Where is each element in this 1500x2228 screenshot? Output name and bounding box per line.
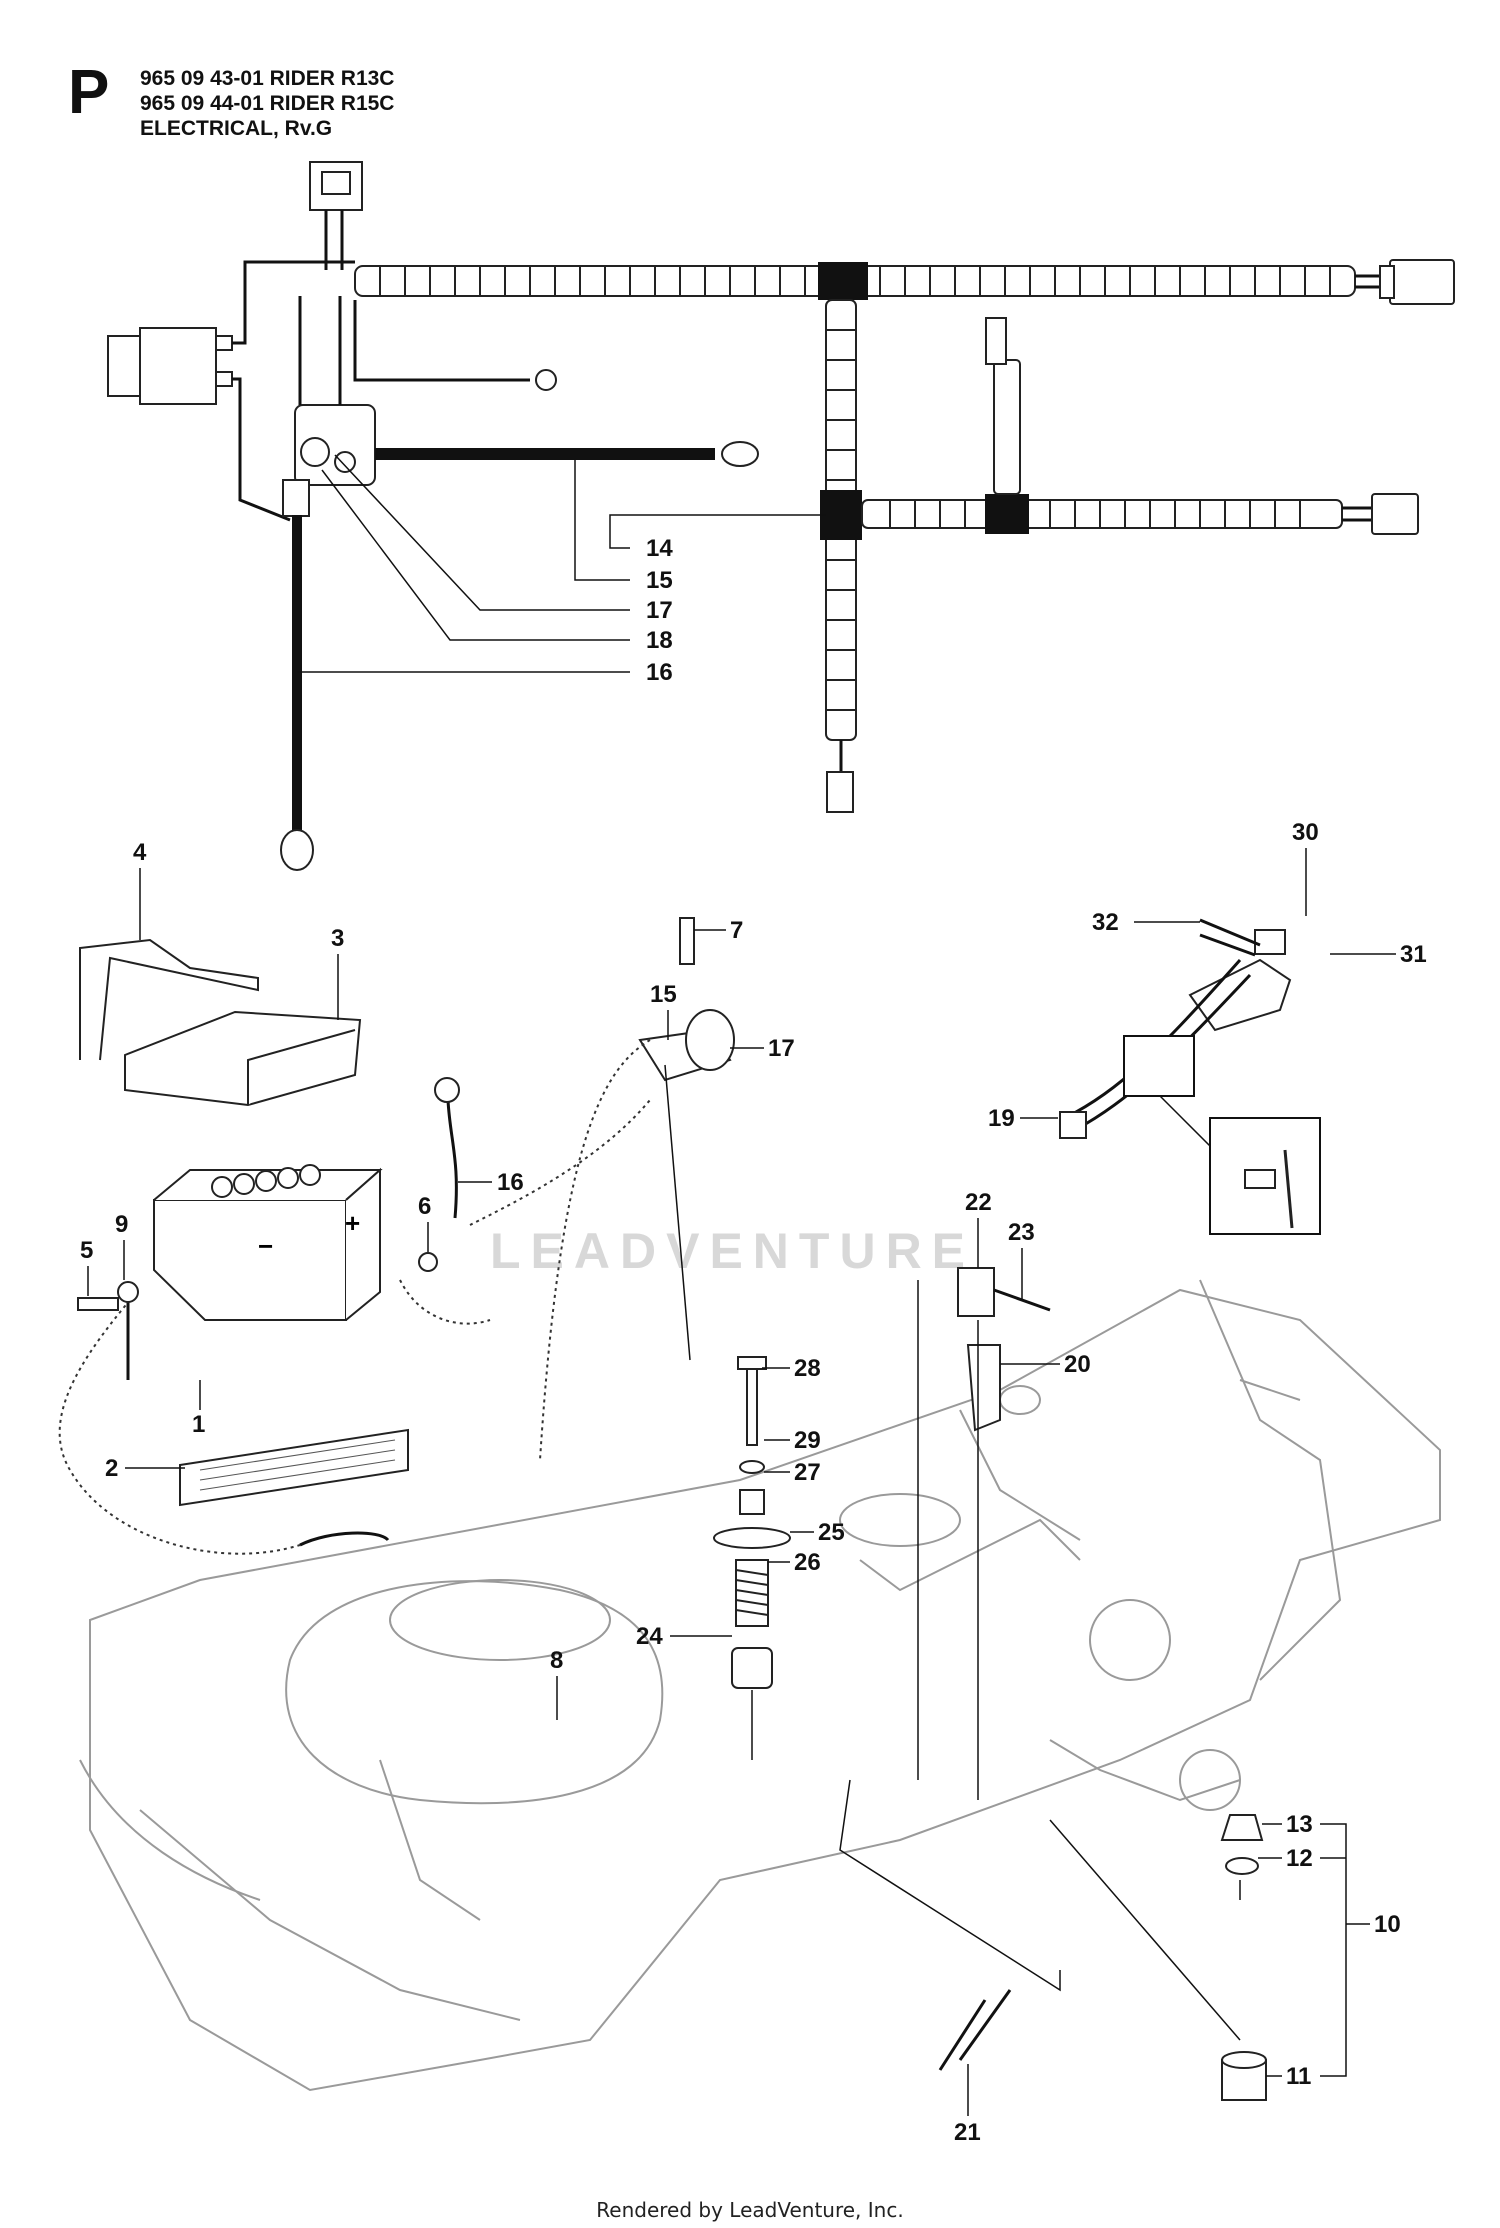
wire-harness-icon [107,161,1455,871]
section-title: ELECTRICAL, Rv.G [140,117,333,140]
callout-20: 20 [1064,1351,1091,1378]
tractor-frame-icon [79,1279,1441,2092]
callout-1: 1 [192,1411,205,1438]
starter-solenoid-icon [280,296,759,871]
harness-main-loom [354,262,1356,300]
callout-19: 19 [988,1105,1015,1132]
fuse-relay-block [107,260,355,522]
harness-top-connector [309,161,363,270]
callout-14: 14 [646,535,673,562]
callout-5: 5 [80,1237,93,1264]
callout-22: 22 [965,1189,992,1216]
seat-switch-assembly [713,1356,791,1760]
callout-2: 2 [105,1455,118,1482]
callout-25: 25 [818,1519,845,1546]
callout-16: 16 [646,659,673,686]
callout-17: 17 [646,597,673,624]
battery-icon: − + [153,1164,383,1321]
section-letter: P [68,58,110,127]
callout-21: 21 [954,2119,981,2146]
mounting-hardware [1049,1814,1267,2101]
callout-15b: 15 [650,981,677,1008]
model-line-1: 965 09 43-01 RIDER R13C [140,67,395,90]
harness-leader-lines [297,454,826,673]
svg-text:+: + [345,1208,360,1238]
callout-16b: 16 [497,1169,524,1196]
battery-mat [179,1428,409,1507]
callout-6: 6 [418,1193,431,1220]
callout-24: 24 [636,1623,663,1650]
harness-rear-connector [1355,259,1455,305]
harness-side-branch [861,317,1419,535]
interlock-wire [839,1779,1061,2071]
diagram-header: 965 09 43-01 RIDER R13C 965 09 44-01 RID… [140,66,394,141]
callout-29: 29 [794,1427,821,1454]
callout-26: 26 [794,1549,821,1576]
callout-10: 10 [1374,1911,1401,1938]
callout-8: 8 [550,1647,563,1674]
solenoid-mount [539,917,735,1461]
callout-32: 32 [1092,909,1119,936]
callout-18: 18 [646,627,673,654]
callout-4: 4 [133,839,147,866]
model-line-2: 965 09 44-01 RIDER R15C [140,92,395,115]
footer-credit: Rendered by LeadVenture, Inc. [596,2198,904,2222]
callout-13: 13 [1286,1811,1313,1838]
callout-30: 30 [1292,819,1319,846]
callout-15: 15 [646,567,673,594]
callout-12: 12 [1286,1845,1313,1872]
callout-23: 23 [1008,1219,1035,1246]
callout-31: 31 [1400,941,1427,968]
battery-cables [58,1077,651,1555]
callout-9: 9 [115,1211,128,1238]
callout-28: 28 [794,1355,821,1382]
brake-switch-assembly [917,1267,1051,1800]
battery-hold-down [79,938,259,1061]
watermark: LEADVENTURE [490,1223,976,1279]
svg-text:−: − [258,1231,273,1261]
callout-17b: 17 [768,1035,795,1062]
harness-vertical-branch [820,299,862,813]
callout-3: 3 [331,925,344,952]
callout-7: 7 [730,917,743,944]
wire-kit [1059,918,1321,1235]
callout-11: 11 [1286,2063,1311,2090]
callout-labels: 14 15 17 18 16 4 3 7 15 17 16 6 9 5 1 2 … [80,535,1427,2146]
battery-cover [124,1010,362,1107]
callout-27: 27 [794,1459,821,1486]
